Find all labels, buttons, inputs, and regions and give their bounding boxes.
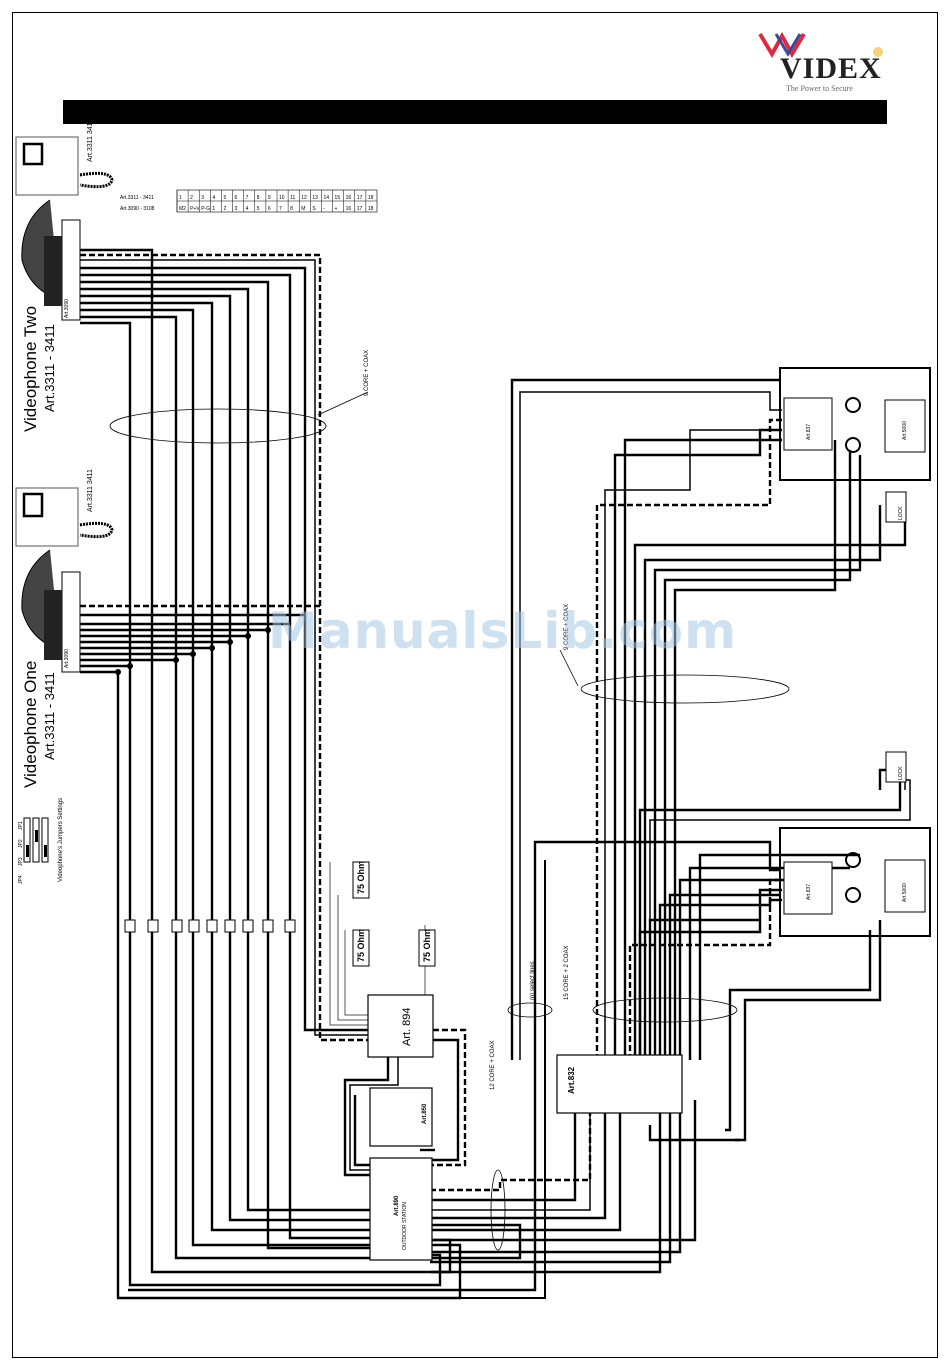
jumper-label-jp1: JP1 — [18, 821, 24, 830]
wiring-table-cell: 3 — [201, 195, 204, 201]
wiring-table-cell: 6 — [268, 206, 271, 212]
wiring-table-cell: P+V — [190, 206, 200, 212]
wiring-table-cell: 16 — [346, 195, 352, 201]
art850-box — [369, 1087, 433, 1147]
art837-top-label: Art.837 — [806, 424, 812, 440]
videophone-two-monitor-label: Art.3311 3411 — [87, 119, 94, 162]
page-frame — [12, 12, 938, 1358]
wiring-table-cell: 12 — [301, 195, 307, 201]
cable-label-select-lines: (n) select lines — [530, 961, 536, 1000]
videx-tagline: The Power to Secure — [786, 84, 853, 93]
jumper-grid — [23, 817, 49, 863]
camera-top-label: Art.5000 — [902, 421, 908, 440]
wiring-table-cell: 5 — [223, 195, 226, 201]
resistor-2-label: 75 Ohm — [356, 929, 366, 962]
wiring-table-cell: 2 — [190, 195, 193, 201]
art832-label: Art.832 — [567, 1066, 576, 1094]
wiring-table-cell: 16 — [346, 206, 352, 212]
wiring-table-cell: 4 — [212, 195, 215, 201]
wiring-table-cell: 15 — [335, 195, 341, 201]
wiring-table-cell: 5 — [257, 206, 260, 212]
door-station-top — [779, 367, 931, 523]
art890-label: Art.890 — [394, 1195, 400, 1216]
videophone-one-title: Videophone One — [21, 661, 40, 788]
videophone-one-bracket-label: Art.3090 — [64, 649, 70, 668]
wiring-table-cell: - — [323, 206, 325, 212]
wiring-table-cell: 8 — [257, 195, 260, 201]
wiring-table-cell: 1 — [179, 195, 182, 201]
videophone-one — [15, 487, 114, 673]
wiring-table-cell: 11 — [290, 195, 295, 201]
wiring-table-cell: M2 — [179, 206, 186, 212]
wiring-table-cell: 14 — [323, 195, 329, 201]
cable-label-vp-bus: 9 CORE + COAX — [364, 350, 370, 396]
videophone-two — [15, 136, 114, 321]
wiring-table-cell: 8 — [290, 206, 293, 212]
cable-label-art890-bus: 12 CORE + COAX — [490, 1040, 496, 1090]
wiring-table-cell: 1 — [212, 206, 215, 212]
camera-bottom-label: Art.5000 — [902, 883, 908, 902]
wiring-table-cell: 6 — [235, 195, 238, 201]
jumpers-title: Videophone's Jumpers Settings — [58, 798, 64, 882]
wiring-table-cell: 18 — [368, 195, 374, 201]
videx-wordmark: VIDEX — [780, 52, 882, 85]
videophone-one-monitor-label: Art.3311 3411 — [87, 469, 94, 512]
title-bar — [63, 100, 887, 124]
videophone-two-bracket-label: Art.3090 — [64, 299, 70, 318]
lock-bottom-label: LOCK — [898, 766, 904, 780]
wiring-table-cell: M — [301, 206, 305, 212]
jumper-label-jp3: JP3 — [18, 857, 24, 866]
wiring-table-row2-label: Art.3090 - 3108 — [120, 206, 155, 212]
wiring-table-cell: 4 — [246, 206, 249, 212]
wiring-table-cell: 7 — [246, 195, 249, 201]
videophone-two-title: Videophone Two — [21, 306, 40, 432]
wiring-table-cell: 13 — [312, 195, 318, 201]
videx-logo-mark — [758, 31, 883, 58]
watermark: ManualsLib.com — [268, 602, 738, 660]
jumper-label-jp4: JP4 — [18, 875, 24, 884]
wiring-table-cell: S — [312, 206, 316, 212]
wiring-table-cell: + — [335, 206, 338, 212]
door-station-bottom — [779, 751, 931, 937]
resistor-1-label: 75 Ohm — [356, 861, 366, 894]
art832-box — [556, 1054, 683, 1114]
art890-sublabel: OUTDOOR STATION — [402, 1202, 408, 1250]
wiring-table-cell: 17 — [357, 206, 363, 212]
wiring-table-cell: 2 — [223, 206, 226, 212]
wiring-table-cell: 10 — [279, 195, 285, 201]
art837-bottom-label: Art.837 — [806, 884, 812, 900]
wiring-table-row1-label: Art.3311 - 3411 — [120, 195, 154, 201]
resistor-3-label: 75 Ohm — [422, 929, 432, 962]
wiring-table-cell: P-G — [201, 206, 210, 212]
wiring-table-cell: 9 — [268, 195, 271, 201]
art894-box — [367, 994, 434, 1058]
art894-label: Art. 894 — [401, 1007, 413, 1046]
cable-label-art832-bus: 15 CORE + 2 COAX — [564, 945, 570, 1000]
wiring-table-cell: 7 — [279, 206, 282, 212]
jumper-label-jp2: JP2 — [18, 839, 24, 848]
art890-box — [369, 1157, 433, 1261]
wiring-table-cell: 3 — [235, 206, 238, 212]
wiring-table-cell: 17 — [357, 195, 363, 201]
videophone-two-model: Art.3311 - 3411 — [42, 324, 57, 412]
cable-label-door-top: 9 CORE + COAX — [564, 604, 570, 650]
videophone-one-model: Art.3311 - 3411 — [42, 672, 57, 760]
wiring-table-cell: 18 — [368, 206, 374, 212]
art850-label: Art.850 — [422, 1103, 428, 1124]
lock-top-label: LOCK — [898, 506, 904, 520]
